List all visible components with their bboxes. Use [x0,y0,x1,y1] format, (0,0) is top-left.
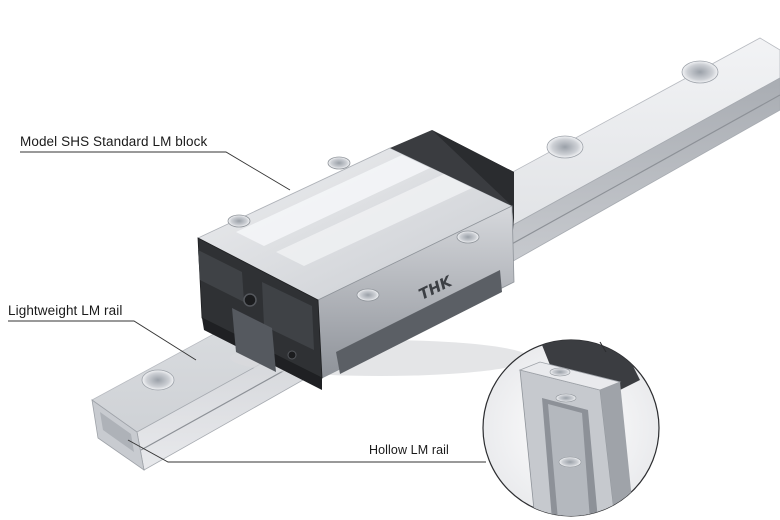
rail-mounting-hole [141,369,175,391]
hollow-rail-inset [482,339,660,517]
block-tapped-hole [456,230,480,244]
lm-block: THK [197,130,530,390]
rail-mounting-hole [546,135,584,159]
hollow-rail-leader [127,439,486,463]
label-hollow-rail: Hollow LM rail [369,443,449,457]
rail-mounting-hole [681,60,719,84]
block-tapped-hole [327,156,351,170]
label-lightweight-rail: Lightweight LM rail [8,303,123,318]
block-tapped-hole [227,214,251,228]
label-lm-block: Model SHS Standard LM block [20,134,208,149]
light-rail-leader [8,320,197,361]
block-leader [20,151,291,191]
leader-lines [8,151,486,463]
block-tapped-hole [356,288,380,302]
